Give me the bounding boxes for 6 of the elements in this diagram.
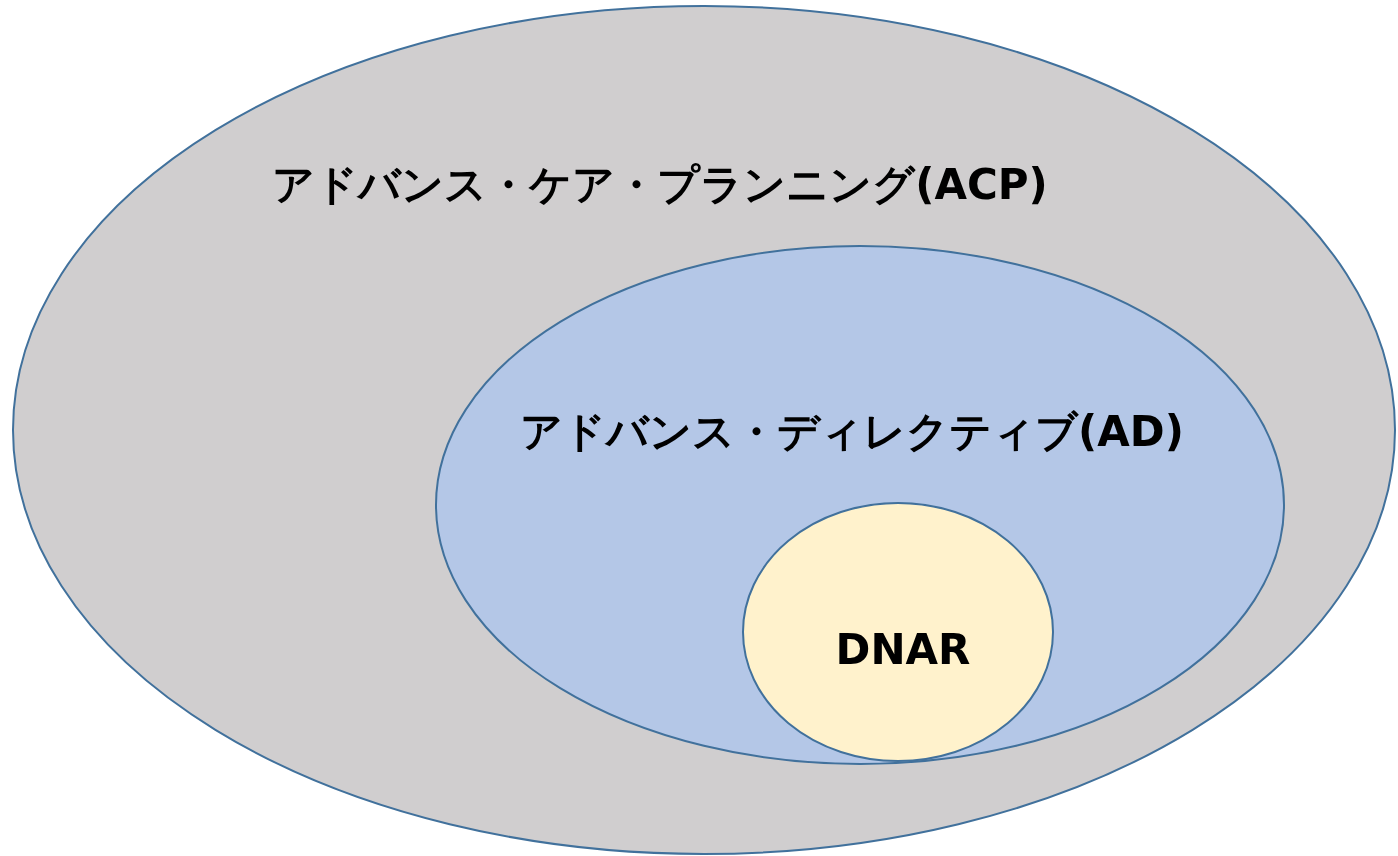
region-label: アドバンス・ディレクティブ(AD): [520, 408, 1184, 456]
region-label: アドバンス・ケア・プランニング(ACP): [272, 161, 1048, 209]
ellipse-region: [742, 502, 1054, 762]
region-label: DNAR: [835, 626, 971, 674]
ellipse-region: [12, 5, 1396, 855]
ellipse-region: [435, 245, 1285, 765]
